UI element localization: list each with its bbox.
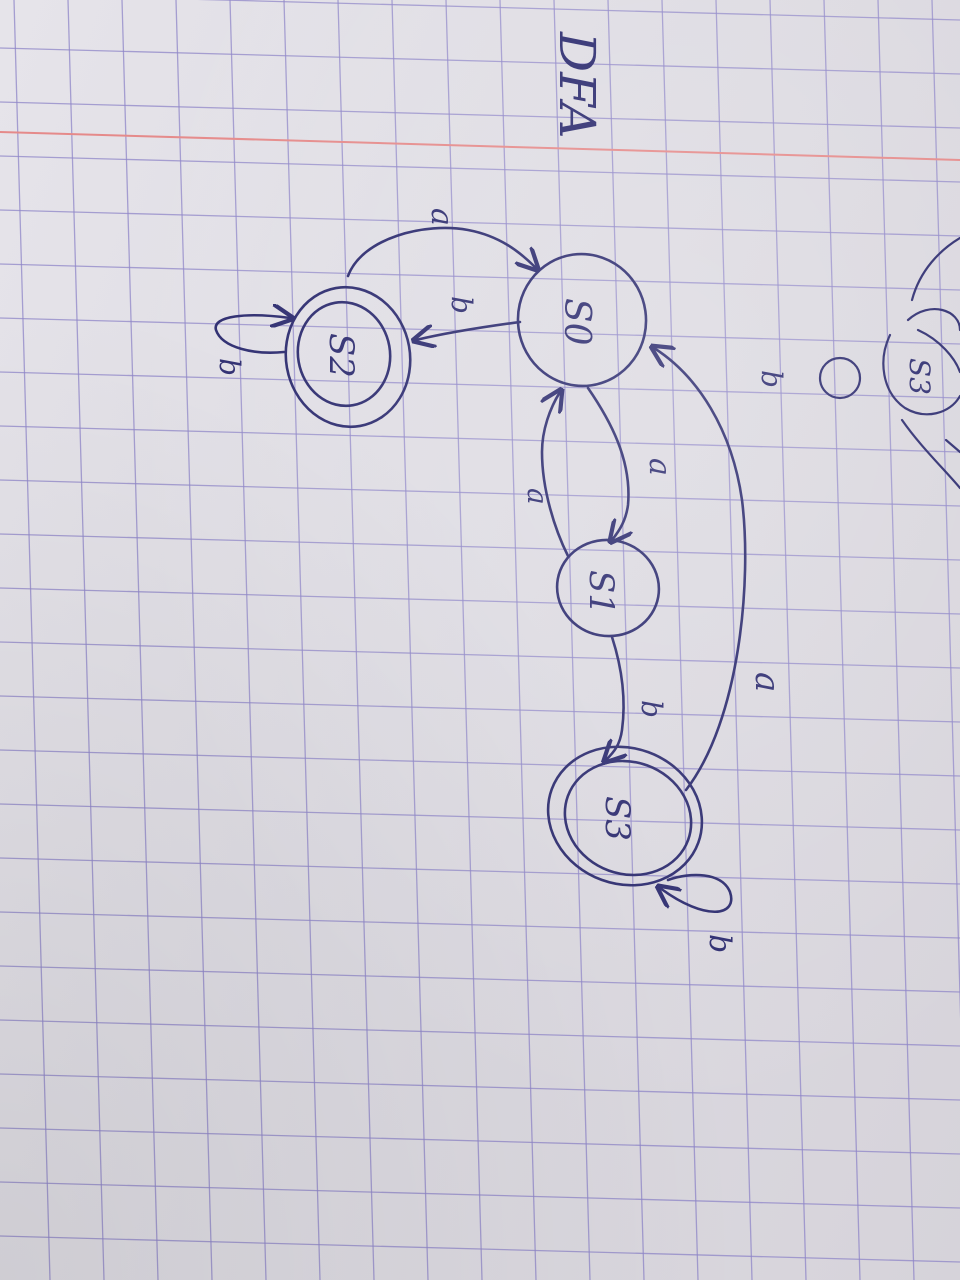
grid-line-horizontal bbox=[0, 1235, 960, 1263]
transition-s3-s0: a bbox=[654, 348, 787, 792]
grid-line-vertical bbox=[391, 0, 429, 1280]
grid-line-horizontal bbox=[0, 209, 960, 237]
state-s3-label: S3 bbox=[597, 796, 637, 841]
grid-line-horizontal bbox=[0, 1181, 960, 1209]
partial-state-label: S3 bbox=[903, 358, 936, 395]
grid-line-vertical bbox=[607, 0, 645, 1280]
transition-s0-s2-label: b bbox=[445, 296, 478, 314]
state-s1: S1 bbox=[555, 538, 661, 638]
grid-line-vertical bbox=[499, 0, 537, 1280]
grid-line-horizontal bbox=[0, 263, 960, 291]
grid-line-vertical bbox=[121, 0, 159, 1280]
grid-line-horizontal bbox=[0, 965, 960, 993]
state-s2-label: S2 bbox=[321, 333, 361, 378]
grid-line-vertical bbox=[13, 0, 51, 1280]
margin-line bbox=[0, 131, 960, 161]
transition-s1-s3: b bbox=[606, 635, 668, 760]
transition-s2-s2: b bbox=[213, 315, 290, 376]
state-s0: S0 bbox=[516, 252, 648, 388]
grid-line-horizontal bbox=[0, 641, 960, 669]
transition-s0-s1: a bbox=[586, 386, 677, 540]
partial-edge-label: b bbox=[755, 370, 788, 388]
transition-s3-s3: b bbox=[660, 873, 737, 953]
transition-s2-s2-label: b bbox=[213, 358, 246, 376]
grid-line-vertical bbox=[931, 0, 960, 1019]
grid-line-vertical bbox=[337, 0, 375, 1280]
grid-line-horizontal bbox=[0, 155, 960, 183]
transition-s1-s0-label: a bbox=[521, 488, 554, 505]
grid-line-horizontal bbox=[0, 533, 960, 561]
state-s1-label: S1 bbox=[581, 570, 621, 615]
diagram-title: DFA bbox=[548, 31, 606, 139]
grid-line-vertical bbox=[229, 0, 267, 1280]
grid-line-horizontal bbox=[0, 911, 960, 939]
grid-line-horizontal bbox=[0, 749, 960, 777]
grid-line-vertical bbox=[445, 0, 483, 1280]
grid-line-horizontal bbox=[0, 587, 960, 615]
grid-line-horizontal bbox=[0, 857, 960, 885]
state-s2: S2 bbox=[284, 285, 412, 429]
state-s0-label: S0 bbox=[556, 298, 597, 346]
grid-line-horizontal bbox=[0, 371, 960, 399]
grid-line-vertical bbox=[877, 0, 915, 1280]
grid-line-horizontal bbox=[197, 0, 960, 21]
grid-line-vertical bbox=[67, 0, 105, 1280]
transition-s2-s0: a bbox=[346, 208, 536, 278]
transition-s0-s2: b bbox=[416, 296, 522, 340]
grid-line-vertical bbox=[283, 0, 321, 1280]
transition-s1-s0: a bbox=[521, 392, 570, 558]
transition-s2-s0-label: a bbox=[424, 208, 459, 226]
grid-line-horizontal bbox=[0, 803, 960, 831]
grid-line-horizontal bbox=[0, 1073, 960, 1101]
grid-line-horizontal bbox=[0, 1127, 960, 1155]
transition-s3-s3-label: b bbox=[702, 934, 737, 953]
transition-s3-s0-label: a bbox=[747, 672, 787, 692]
grid-line-horizontal bbox=[0, 695, 960, 723]
grid-line-horizontal bbox=[0, 1019, 960, 1047]
grid-line-horizontal bbox=[0, 317, 960, 345]
grid-line-horizontal bbox=[0, 47, 960, 75]
transition-s0-s1-label: a bbox=[642, 458, 677, 476]
grid-line-vertical bbox=[661, 0, 699, 1280]
grid-line-horizontal bbox=[0, 479, 960, 507]
partial-diagram: S3 b bbox=[755, 236, 960, 490]
grid-line-vertical bbox=[769, 0, 807, 1280]
grid-line-vertical bbox=[823, 0, 861, 1280]
transition-s1-s3-label: b bbox=[635, 700, 668, 718]
grid-line-vertical bbox=[553, 0, 591, 1280]
grid-line-vertical bbox=[175, 0, 213, 1280]
grid-line-horizontal bbox=[0, 425, 960, 453]
grid-line-vertical bbox=[715, 0, 753, 1280]
state-s3: S3 bbox=[546, 745, 704, 887]
grid-line-horizontal bbox=[0, 101, 960, 129]
